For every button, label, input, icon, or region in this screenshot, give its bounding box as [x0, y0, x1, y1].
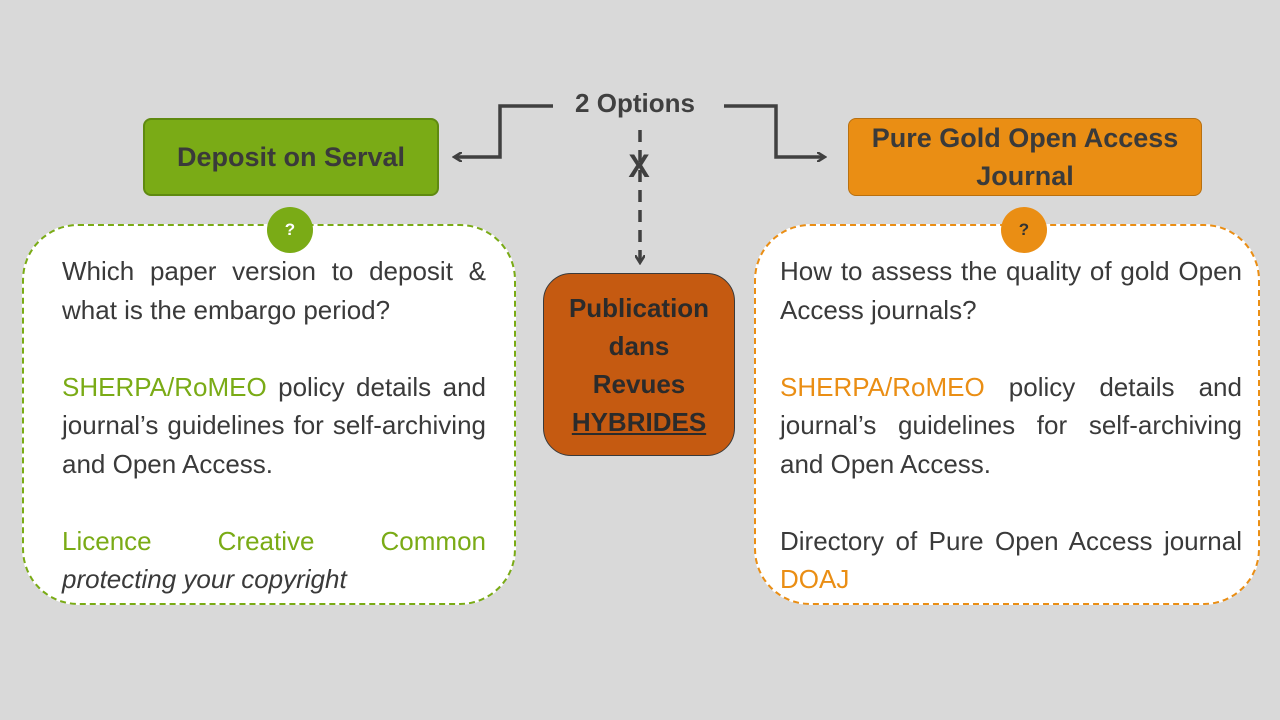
hybrid-line3: Revues: [592, 368, 686, 399]
hybrid-journals-box[interactable]: Publication dans Revues HYBRIDES: [543, 273, 735, 456]
hybrid-line4: HYBRIDES: [571, 406, 707, 437]
gold-label-line1: Pure Gold Open Access: [871, 123, 1179, 153]
deposit-sherpa-paragraph: SHERPA/RoMEO policy details and journal’…: [62, 368, 486, 484]
doaj-text: Directory of Pure Open Access journal: [780, 525, 1242, 556]
options-title: 2 Options: [575, 88, 695, 118]
deposit-question: Which paper version to deposit & what is…: [62, 256, 486, 325]
copyright-text: protecting your copyright: [62, 564, 347, 594]
question-badge-right: ?: [1001, 207, 1047, 253]
doaj-paragraph: Directory of Pure Open Access journal DO…: [780, 522, 1242, 599]
deposit-info-panel: Which paper version to deposit & what is…: [22, 224, 516, 605]
sherpa-romeo-link-left[interactable]: SHERPA/RoMEO: [62, 371, 267, 402]
gold-label-line2: Journal: [976, 161, 1074, 191]
question-badge-left: ?: [267, 207, 313, 253]
sherpa-text-left: policy details and journal’s guidelines …: [62, 371, 486, 479]
hybrid-line1: Publication: [568, 292, 710, 323]
gold-info-panel: How to assess the quality of gold Open A…: [754, 224, 1260, 605]
hybrid-line2: dans: [608, 330, 670, 361]
licence-creative-common-link[interactable]: Licence Creative Common: [62, 525, 486, 556]
gold-open-access-box[interactable]: Pure Gold Open Access Journal: [848, 118, 1202, 196]
arrow-to-gold: [724, 104, 824, 157]
deposit-serval-label: Deposit on Serval: [176, 141, 406, 172]
deposit-serval-box[interactable]: Deposit on Serval: [143, 118, 439, 196]
doaj-link[interactable]: DOAJ: [780, 564, 850, 594]
excluded-mark: X: [628, 148, 650, 184]
arrow-to-deposit: [455, 104, 553, 157]
gold-question: How to assess the quality of gold Open A…: [780, 256, 1242, 325]
gold-sherpa-paragraph: SHERPA/RoMEO policy details and journal’…: [780, 368, 1242, 484]
sherpa-romeo-link-right[interactable]: SHERPA/RoMEO: [780, 371, 985, 402]
sherpa-text-right: policy details and journal’s guidelines …: [780, 371, 1242, 479]
